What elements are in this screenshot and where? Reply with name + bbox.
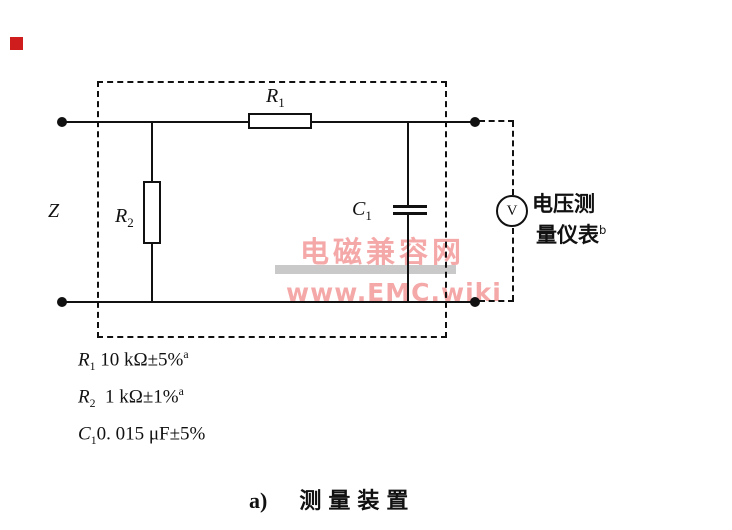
c1-value-line: C10. 015 μF±5% (78, 423, 206, 448)
bottom-wire (62, 301, 475, 303)
voltmeter-label-line2: 量仪表b (536, 223, 607, 247)
voltmeter-footnote-sup: b (599, 223, 607, 237)
voltmeter-dashed-wire-bottom (479, 300, 514, 302)
r1-value-line: R1 10 kΩ±5%a (78, 348, 189, 374)
voltmeter-dashed-wire-right-upper (512, 121, 514, 195)
c1-branch-wire-lower (407, 215, 409, 303)
terminal-dot-top-left (57, 117, 67, 127)
r2-label: R2 (115, 205, 134, 230)
caption-prefix: a) (249, 488, 268, 513)
capacitor-bottom-plate (393, 212, 427, 215)
r2-value-line: R2 1 kΩ±1%a (78, 385, 184, 411)
capacitor-top-plate (393, 205, 427, 208)
terminal-dot-bottom-right (470, 297, 480, 307)
voltmeter-symbol: V (496, 195, 528, 227)
terminal-dot-top-right (470, 117, 480, 127)
figure-caption: a) 测量装置 (249, 483, 415, 515)
resistor-r1-symbol (248, 113, 312, 129)
component-values-list: R1 10 kΩ±5%a R2 1 kΩ±1%a C10. 015 μF±5% (78, 342, 205, 453)
voltmeter-dashed-wire-right-lower (512, 228, 514, 301)
c1-label: C1 (352, 198, 372, 223)
r1-label: R1 (266, 85, 285, 110)
red-marker-icon (10, 37, 23, 50)
device-boundary-dashed-box (97, 81, 447, 338)
c1-branch-wire-upper (407, 121, 409, 207)
voltmeter-letter: V (506, 202, 518, 219)
impedance-label: Z (48, 200, 60, 222)
watermark-text: 电磁兼容网 (300, 235, 466, 269)
terminal-dot-bottom-left (57, 297, 67, 307)
resistor-r2-symbol (143, 181, 161, 244)
voltmeter-dashed-wire-top (479, 120, 514, 122)
caption-title: 测量装置 (299, 489, 416, 514)
watermark-bar (275, 265, 456, 274)
voltmeter-label-line1: 电压测 (532, 192, 595, 216)
